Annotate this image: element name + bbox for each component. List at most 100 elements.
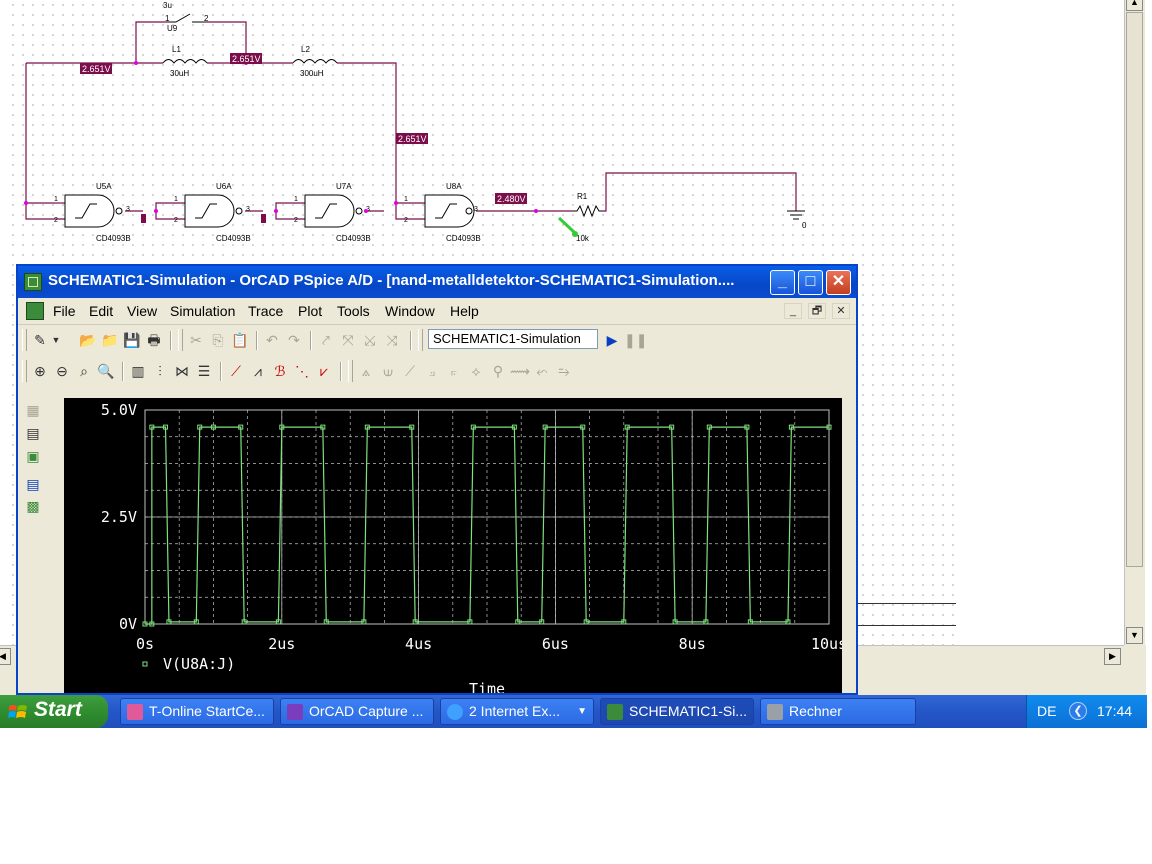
tray-expand-icon[interactable]: ❮ xyxy=(1069,702,1087,720)
mdi-close-button[interactable]: ✕ xyxy=(832,303,850,319)
scroll-right-icon[interactable]: ▶ xyxy=(1104,648,1121,665)
toolbar-grip[interactable] xyxy=(178,329,183,351)
paste-icon[interactable]: 📋 xyxy=(231,332,249,348)
minimize-button[interactable]: _ xyxy=(770,270,795,295)
close-button[interactable]: ✕ xyxy=(826,270,851,295)
next-transition-icon[interactable]: ⟿ xyxy=(510,363,531,379)
dropdown-arrow-icon[interactable]: ▼ xyxy=(51,335,61,345)
performance-analysis-icon[interactable]: ⋈ xyxy=(175,363,189,379)
output-file-icon[interactable]: ▤ xyxy=(26,425,40,441)
cursor-toggle-icon[interactable]: ⩗ xyxy=(320,363,328,379)
cursor-slope-icon[interactable]: ⟋ xyxy=(405,363,415,379)
cut-icon[interactable]: ✂ xyxy=(190,332,202,348)
cursor-min-icon[interactable]: ⟓ xyxy=(428,363,436,379)
task-orcad-capture[interactable]: OrCAD Capture ... xyxy=(280,698,434,725)
scroll-left-icon[interactable]: ◀ xyxy=(0,648,11,665)
voltage-marker[interactable]: 2.651V xyxy=(396,133,428,144)
voltage-marker[interactable]: 2.480V xyxy=(495,193,527,204)
run-icon[interactable]: ▶ xyxy=(606,332,618,348)
menu-edit[interactable]: Edit xyxy=(89,303,114,319)
fourier-icon[interactable]: ⫶ xyxy=(158,363,162,379)
menu-simulation[interactable]: Simulation xyxy=(170,303,236,319)
voltage-marker[interactable]: 2.651V xyxy=(230,53,262,64)
add-text-icon[interactable]: ℬ xyxy=(274,363,286,379)
simulation-profile-select[interactable]: SCHEMATIC1-Simulation xyxy=(428,329,598,349)
mark-point-icon[interactable]: ⥲ xyxy=(558,363,570,379)
task-pspice[interactable]: SCHEMATIC1-Si... xyxy=(600,698,754,725)
open-sim-icon[interactable]: 📁 xyxy=(101,332,119,348)
save-icon[interactable]: 💾 xyxy=(123,332,141,348)
task-calculator[interactable]: Rechner xyxy=(760,698,916,725)
title-bar[interactable]: SCHEMATIC1-Simulation - OrCAD PSpice A/D… xyxy=(18,266,856,298)
gate-U5A[interactable]: U5A CD4093B 1 2 3 xyxy=(54,182,131,243)
log-x-icon[interactable]: ▥ xyxy=(131,363,145,379)
task-tonline[interactable]: T-Online StartCe... xyxy=(120,698,274,725)
menu-help[interactable]: Help xyxy=(450,303,479,319)
waveform-plot[interactable]: 0s2us4us6us8us10us0V2.5V5.0VV(U8A:J)Time xyxy=(64,398,842,693)
previous-transition-icon[interactable]: ⬿ xyxy=(536,363,548,379)
toolbar-grip[interactable] xyxy=(22,360,27,382)
menu-trace[interactable]: Trace xyxy=(248,303,284,319)
simulation-results-icon[interactable]: ▣ xyxy=(26,448,40,464)
zoom-in-icon[interactable]: ⊕ xyxy=(34,363,46,379)
scroll-thumb[interactable] xyxy=(1126,12,1143,567)
probe-window-icon[interactable]: ▩ xyxy=(26,498,40,514)
zoom-fit-icon[interactable]: 🔍 xyxy=(97,363,115,379)
task-internet-explorer[interactable]: 2 Internet Ex... ▼ xyxy=(440,698,594,725)
pspice-app-icon[interactable] xyxy=(24,273,42,291)
simulation-log-icon[interactable]: ▤ xyxy=(26,476,40,492)
language-indicator[interactable]: DE xyxy=(1037,703,1057,719)
vertical-scrollbar[interactable]: ▲ ▼ xyxy=(1124,0,1145,645)
zoom-area-icon[interactable]: ⌕ xyxy=(80,363,88,379)
resistor-R1[interactable]: R1 10k xyxy=(573,192,602,243)
open-folder-icon[interactable]: 📂 xyxy=(79,332,97,348)
start-button[interactable]: Start xyxy=(0,695,108,728)
copy-icon[interactable]: ⎘ xyxy=(212,332,224,348)
pause-icon[interactable]: ❚❚ xyxy=(624,332,648,348)
voltage-probe-icon[interactable] xyxy=(557,216,576,234)
cursor-trough-icon[interactable]: ⟒ xyxy=(383,363,393,379)
cursor-peak-icon[interactable]: ⟑ xyxy=(361,363,371,379)
mdi-minimize-button[interactable]: _ xyxy=(784,303,802,319)
zoom-out-icon[interactable]: ⊖ xyxy=(56,363,68,379)
log-y-icon[interactable]: ☰ xyxy=(197,363,211,379)
gate-U7A[interactable]: U7A CD4093B 1 2 3 xyxy=(294,182,371,243)
eval-measure-icon[interactable]: ⩘ xyxy=(254,363,262,379)
menu-file[interactable]: File xyxy=(53,303,76,319)
menu-plot[interactable]: Plot xyxy=(298,303,323,319)
mark-data-icon[interactable]: ⤤ xyxy=(322,332,330,348)
switch-U9[interactable]: 3u 1 2 U9 xyxy=(163,1,209,33)
scroll-up-icon[interactable]: ▲ xyxy=(1126,0,1143,11)
simulation-status-icon[interactable]: ▦ xyxy=(26,402,40,418)
mdi-restore-button[interactable]: 🗗 xyxy=(808,303,826,319)
undo-icon[interactable]: ↶ xyxy=(266,332,278,348)
cursor-max-icon[interactable]: ⟔ xyxy=(450,363,458,379)
group-dropdown-icon[interactable]: ▼ xyxy=(577,706,587,717)
unmark-all-icon[interactable]: ⤨ xyxy=(386,332,398,348)
clock[interactable]: 17:44 xyxy=(1097,703,1133,719)
scroll-down-icon[interactable]: ▼ xyxy=(1126,627,1143,644)
inductor-L1[interactable]: L1 30uH xyxy=(162,45,208,78)
menu-window[interactable]: Window xyxy=(385,303,435,319)
document-icon[interactable] xyxy=(26,302,44,320)
unmark-icon[interactable]: ⤩ xyxy=(364,332,376,348)
cursor-search-icon[interactable]: ⚲ xyxy=(492,363,504,379)
toolbar-grip[interactable] xyxy=(22,329,27,351)
cursor-point-icon[interactable]: ⟡ xyxy=(471,363,481,379)
mark-all-icon[interactable]: ⤧ xyxy=(342,332,354,348)
voltage-marker[interactable]: 2.651V xyxy=(80,63,112,74)
mark-label-icon[interactable]: ⋱ xyxy=(295,363,309,379)
toolbar-grip[interactable] xyxy=(418,329,423,351)
menu-tools[interactable]: Tools xyxy=(337,303,370,319)
menu-view[interactable]: View xyxy=(127,303,158,319)
add-trace-icon[interactable]: ⟋ xyxy=(231,363,241,379)
redo-icon[interactable]: ↷ xyxy=(288,332,300,348)
gate-U6A[interactable]: U6A CD4093B 1 2 3 xyxy=(174,182,251,243)
pspice-window[interactable]: SCHEMATIC1-Simulation - OrCAD PSpice A/D… xyxy=(16,264,858,695)
maximize-button[interactable]: □ xyxy=(798,270,823,295)
new-icon[interactable]: ✎ xyxy=(34,332,46,348)
inductor-L2[interactable]: L2 300uH xyxy=(292,45,338,78)
gate-U8A[interactable]: U8A CD4093B 1 2 3 xyxy=(404,182,481,243)
toolbar-grip[interactable] xyxy=(348,360,353,382)
print-icon[interactable]: 🖶 xyxy=(147,332,161,348)
